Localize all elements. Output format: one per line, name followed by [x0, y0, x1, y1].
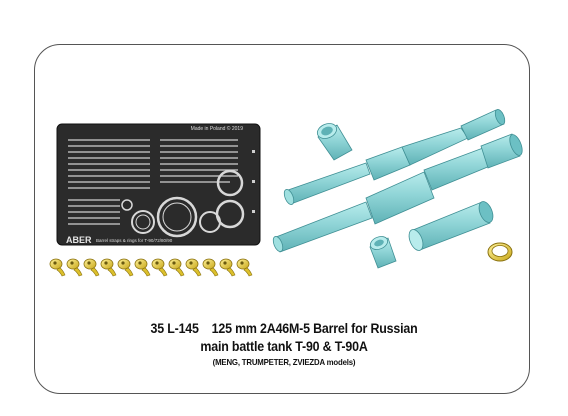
barrel-lower [272, 133, 523, 253]
brass-clamp [100, 258, 117, 277]
brass-clamp [151, 258, 168, 277]
caption-title-line: 35 L-145 125 mm 2A46M-5 Barrel for Russia… [23, 321, 546, 336]
compatible-models: (MENG, TRUMPETER, ZVIEZDA models) [212, 357, 356, 367]
brass-clamp [117, 258, 134, 277]
photo-etch-fret: Made in Poland © 2019 ABER Barrel straps… [56, 123, 261, 246]
brass-clamp [236, 258, 253, 277]
fret-top-label: Made in Poland © 2019 [191, 125, 244, 132]
brass-clamp [202, 258, 219, 277]
brass-clamp [219, 258, 236, 277]
barrel-upper [283, 109, 506, 205]
brass-clamp [168, 258, 185, 277]
brass-clamp [83, 258, 100, 277]
brass-clamp [49, 258, 66, 277]
brass-clamp-row [49, 258, 253, 277]
fret-bottom-label: Barrel straps & rings for T-90/72/80/90 [96, 238, 173, 243]
muzzle-sleeve-top [316, 123, 353, 161]
brass-clamp [134, 258, 151, 277]
brass-clamp [66, 258, 83, 277]
product-code: 35 L-145 [150, 321, 199, 336]
fret-brand-logo: ABER [66, 235, 92, 245]
brass-ring [487, 242, 513, 262]
small-sleeve [369, 236, 397, 269]
product-title: 125 mm 2A46M-5 Barrel for Russian [211, 321, 418, 336]
product-subtitle: main battle tank T-90 & T-90A [200, 339, 368, 354]
thermal-sleeve-piece [408, 201, 494, 251]
brass-clamp [185, 258, 202, 277]
